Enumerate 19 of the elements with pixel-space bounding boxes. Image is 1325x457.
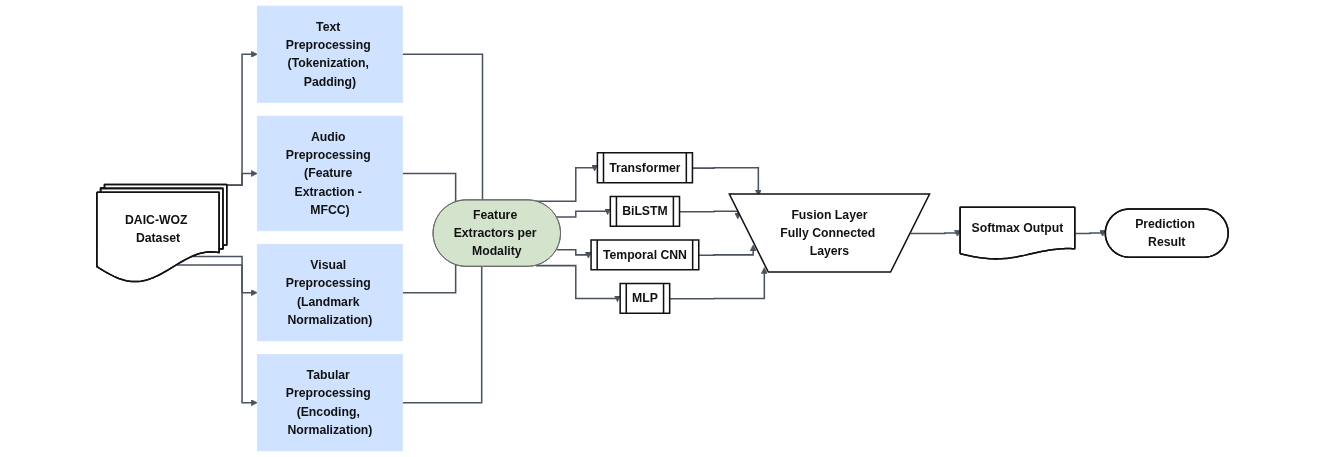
arrow — [226, 170, 258, 186]
arrow — [909, 230, 961, 237]
connector — [401, 172, 457, 203]
node-box: Audio Preprocessing (Feature Extraction - MFCC) — [256, 115, 403, 232]
node-box: Visual Preprocessing (Landmark Normalization) — [256, 244, 403, 342]
arrow — [555, 208, 611, 218]
connector — [401, 265, 483, 404]
arrow — [669, 267, 768, 300]
arrow — [1074, 230, 1106, 237]
arrow — [535, 264, 621, 303]
connector — [401, 53, 484, 201]
arrow — [192, 255, 258, 297]
node-box: Text Preprocessing (Tokenization, Padding) — [256, 5, 403, 103]
connector — [401, 264, 457, 294]
node-box: Tabular Preprocessing (Encoding, Normalization) — [256, 354, 403, 452]
arrow — [555, 249, 592, 259]
arrow — [176, 264, 258, 407]
arrow — [679, 210, 742, 220]
arrow — [698, 244, 757, 256]
